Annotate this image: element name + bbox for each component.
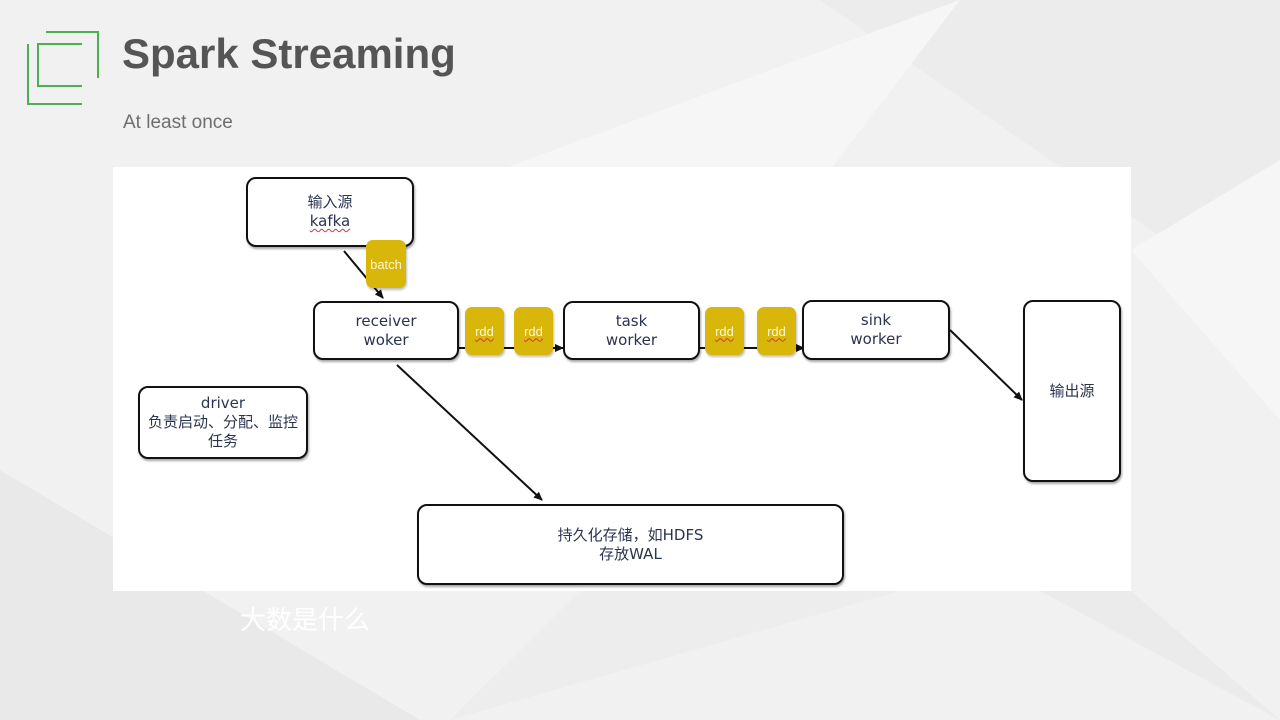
subtitle-caption: 大数是什么 bbox=[240, 606, 371, 636]
task-worker-node: task worker bbox=[563, 301, 700, 360]
rdd-label: rdd bbox=[524, 323, 543, 339]
input-source-node: 输入源 kafka bbox=[246, 177, 414, 247]
input-source-label: 输入源 bbox=[307, 193, 353, 211]
diagram-canvas: 输入源 kafka batch receiver woker rdd rdd t… bbox=[113, 167, 1131, 591]
receiver-label: receiver bbox=[355, 311, 417, 330]
logo-icon bbox=[27, 31, 99, 105]
batch-label: batch bbox=[370, 256, 402, 272]
rdd-chip-2: rdd bbox=[514, 307, 553, 355]
rdd-label: rdd bbox=[767, 323, 786, 339]
storage-node: 持久化存储，如HDFS 存放WAL bbox=[417, 504, 844, 585]
driver-node: driver 负责启动、分配、监控 任务 bbox=[138, 386, 308, 459]
driver-desc-label: 负责启动、分配、监控 bbox=[147, 413, 298, 431]
storage-label: 持久化存储，如HDFS bbox=[557, 525, 704, 544]
sink-worker-node: sink worker bbox=[802, 300, 950, 360]
page-subtitle: At least once bbox=[123, 112, 233, 133]
task-worker-label: worker bbox=[605, 330, 658, 349]
rdd-chip-4: rdd bbox=[757, 307, 796, 355]
task-label: task bbox=[615, 311, 648, 330]
rdd-chip-1: rdd bbox=[465, 307, 504, 355]
receiver-worker-label: woker bbox=[363, 330, 409, 349]
page-title: Spark Streaming bbox=[122, 30, 456, 77]
output-source-node: 输出源 bbox=[1023, 300, 1121, 482]
arrow-receiver-to-storage bbox=[396, 364, 543, 501]
output-source-label: 输出源 bbox=[1049, 381, 1095, 400]
storage-wal-label: 存放WAL bbox=[599, 544, 662, 563]
sink-label: sink bbox=[860, 311, 892, 329]
receiver-worker-node: receiver woker bbox=[313, 301, 459, 360]
driver-task-label: 任务 bbox=[207, 432, 238, 450]
arrow-sink-to-output bbox=[949, 329, 1023, 401]
rdd-chip-3: rdd bbox=[705, 307, 744, 355]
driver-label: driver bbox=[200, 394, 246, 412]
sink-worker-label: worker bbox=[850, 330, 902, 348]
rdd-label: rdd bbox=[715, 323, 734, 339]
input-source-kafka-label: kafka bbox=[309, 212, 351, 230]
batch-chip: batch bbox=[366, 240, 406, 288]
rdd-label: rdd bbox=[475, 323, 494, 339]
